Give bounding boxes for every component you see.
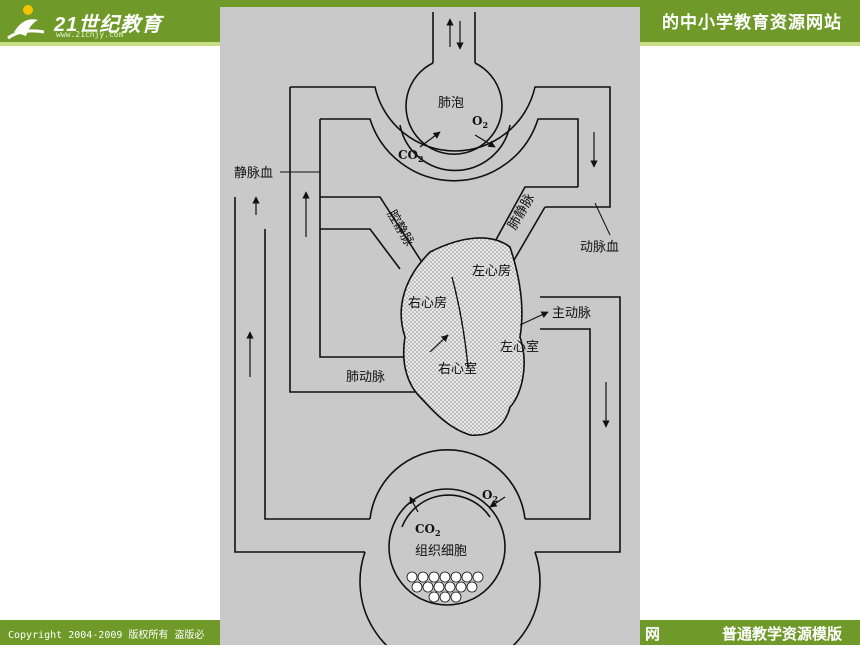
vena-cava-top xyxy=(320,196,426,268)
alveolus-co2-arrow xyxy=(419,131,441,148)
circulation-svg: 肺泡 O2 CO2 静脉血 动脉血 腔静脉 肺静脉 左心房 右心房 主动脉 左心… xyxy=(234,12,621,649)
heart-shape xyxy=(400,237,525,436)
label-arterial-blood: 动脉血 xyxy=(580,240,619,255)
label-o2-top: O2 xyxy=(472,114,488,130)
label-tissue-cells: 组织细胞 xyxy=(415,544,467,559)
systemic-vein-outer xyxy=(234,197,365,553)
aorta-outer xyxy=(535,296,621,553)
label-left-ventricle: 左心室 xyxy=(500,339,539,355)
logo-text: 21世纪教育 xyxy=(54,14,163,36)
tissue-inner-arc xyxy=(401,494,491,528)
label-alveolus: 肺泡 xyxy=(438,96,464,111)
label-venous-blood: 静脉血 xyxy=(234,166,273,181)
alveolus-o2-arrow xyxy=(474,134,496,148)
circulation-diagram: 肺泡 O2 CO2 静脉血 动脉血 腔静脉 肺静脉 左心房 右心房 主动脉 左心… xyxy=(220,7,640,649)
footer-site-suffix: 网 xyxy=(645,625,661,643)
footer-copyright: Copyright 2004-2009 版权所有 盗版必 xyxy=(8,630,205,641)
label-o2-bottom: O2 xyxy=(482,488,498,504)
aorta-arrow xyxy=(519,311,549,326)
logo-url: www.21cnjy.com xyxy=(56,30,124,39)
tissue-o2-arrow xyxy=(489,496,506,508)
pulmonary-artery-arrow xyxy=(429,334,449,353)
venous-inner-tube xyxy=(319,119,410,358)
pulmonary-vessel-inner xyxy=(320,118,579,187)
tissue-co2-arrow xyxy=(409,496,419,513)
header-slogan: 的中小学教育资源网站 xyxy=(662,13,842,33)
tissue-bulb-top xyxy=(369,449,526,520)
tissue-cell-circle xyxy=(388,488,506,606)
footer-template-name: 普通教学资源模版 xyxy=(721,625,842,643)
systemic-vein-inner xyxy=(264,229,370,520)
label-pulmonary-artery: 肺动脉 xyxy=(346,370,385,385)
tissue-cells-cluster xyxy=(406,571,484,603)
label-co2-bottom: CO2 xyxy=(415,522,441,538)
pulmonary-vein-top xyxy=(509,206,546,268)
aorta-inner xyxy=(525,328,591,520)
label-aorta: 主动脉 xyxy=(552,306,591,321)
label-vena-cava: 腔静脉 xyxy=(384,208,416,249)
runner-logo-icon xyxy=(7,5,45,40)
label-right-ventricle: 右心室 xyxy=(438,361,477,377)
label-right-atrium: 右心房 xyxy=(408,295,447,311)
pulmonary-vein-bottom xyxy=(491,186,578,248)
alveolus-outline xyxy=(405,62,503,155)
site-logo[interactable]: 21世纪教育 www.21cnjy.com xyxy=(4,2,214,42)
pulmonary-vessel-outer xyxy=(290,86,611,208)
tissue-bulb-outer xyxy=(359,551,541,649)
heart-septum xyxy=(451,276,469,368)
label-co2-top: CO2 xyxy=(398,148,424,164)
arterial-label-leader xyxy=(594,202,611,236)
alveolus-inner-arc xyxy=(399,124,511,172)
label-left-atrium: 左心房 xyxy=(472,263,511,279)
vena-cava-bottom xyxy=(320,228,401,270)
venous-outer-tube xyxy=(289,87,415,393)
